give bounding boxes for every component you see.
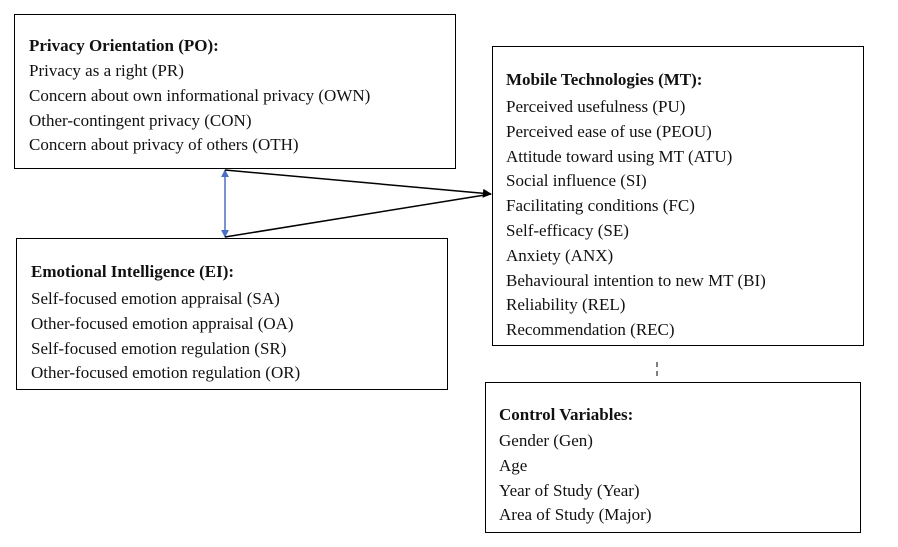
list-item: Gender (Gen) (499, 431, 593, 450)
list-item: Attitude toward using MT (ATU) (506, 146, 733, 166)
list-item: Self-efficacy (SE) (506, 220, 629, 240)
privacy-orientation-title: Privacy Orientation (PO): (29, 36, 219, 55)
mobile-technologies-box: Mobile Technologies (MT): Perceived usef… (492, 46, 864, 346)
privacy-orientation-list: Privacy as a right (PR) Concern about ow… (29, 59, 455, 158)
control-variables-title: Control Variables: (499, 405, 634, 424)
mobile-technologies-title: Mobile Technologies (MT): (506, 70, 703, 89)
list-item: Behavioural intention to new MT (BI) (506, 270, 766, 290)
list-item: Anxiety (ANX) (506, 245, 614, 265)
emotional-intelligence-box: Emotional Intelligence (EI): Self-focuse… (16, 238, 448, 390)
list-item: Reliability (REL) (506, 295, 626, 315)
list-item: Year of Study (Year) (499, 480, 640, 500)
list-item: Age (499, 455, 528, 475)
list-item: Self-focused emotion regulation (SR) (31, 338, 287, 358)
list-item: Other-contingent privacy (CON) (29, 110, 252, 130)
list-item: Privacy as a right (PR) (29, 61, 184, 80)
list-item: Recommendation (REC) (506, 320, 675, 340)
list-item: Other-focused emotion appraisal (OA) (31, 313, 294, 333)
list-item: Concern about own informational privacy … (29, 85, 371, 105)
po-to-mt-arrow (224, 169, 492, 198)
emotional-intelligence-list: Self-focused emotion appraisal (SA) Othe… (31, 287, 447, 386)
control-variables-box: Control Variables: Gender (Gen) Age Year… (485, 382, 861, 533)
list-item: Social influence (SI) (506, 171, 647, 191)
control-variables-list: Gender (Gen) Age Year of Study (Year) Ar… (499, 429, 860, 528)
mobile-technologies-list: Perceived usefulness (PU) Perceived ease… (506, 95, 863, 343)
privacy-orientation-box: Privacy Orientation (PO): Privacy as a r… (14, 14, 456, 169)
emotional-intelligence-title: Emotional Intelligence (EI): (31, 262, 235, 281)
ei-to-mt-arrow (224, 193, 492, 238)
list-item: Perceived usefulness (PU) (506, 97, 686, 116)
list-item: Other-focused emotion regulation (OR) (31, 363, 301, 383)
list-item: Concern about privacy of others (OTH) (29, 135, 299, 155)
list-item: Facilitating conditions (FC) (506, 196, 695, 216)
list-item: Perceived ease of use (PEOU) (506, 121, 712, 141)
list-item: Area of Study (Major) (499, 505, 652, 525)
list-item: Self-focused emotion appraisal (SA) (31, 289, 280, 308)
